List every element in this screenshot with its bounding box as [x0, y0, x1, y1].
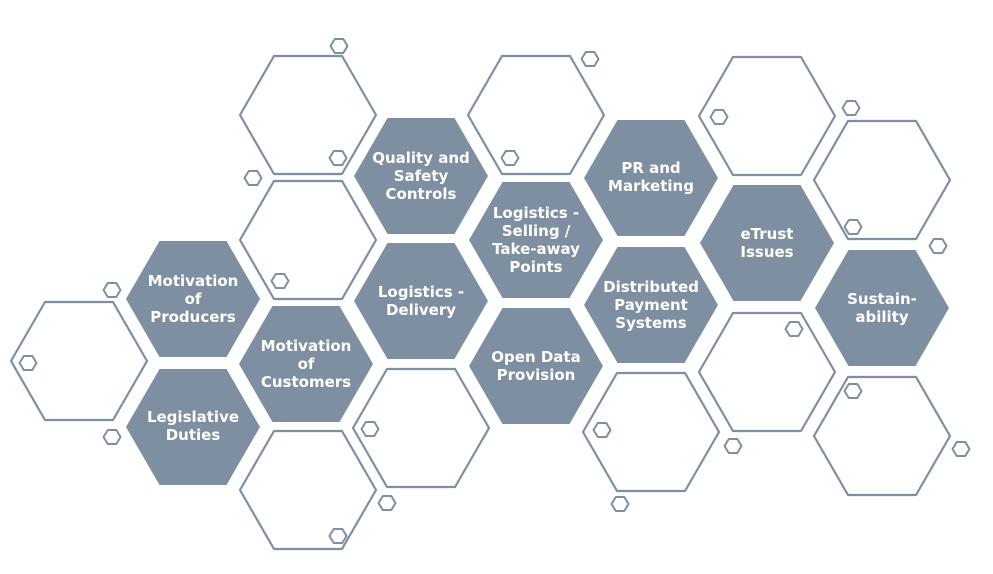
topic-pr-marketing: PR and Marketing	[608, 159, 694, 195]
topic-etrust-issues: eTrust Issues	[740, 225, 794, 261]
small-hexagon	[723, 438, 743, 454]
small-hexagon	[270, 273, 290, 289]
topic-hexagon	[126, 369, 260, 485]
small-hexagon	[377, 495, 397, 511]
topic-hexagon	[354, 243, 488, 359]
empty-hexagon	[812, 119, 952, 241]
topic-hexagon	[239, 306, 373, 422]
topic-logistics-delivery: Logistics - Delivery	[377, 283, 465, 319]
topic-hexagon	[469, 308, 603, 424]
small-hexagon	[328, 528, 348, 544]
topic-quality-safety-controls: Quality and Safety Controls	[372, 149, 470, 203]
small-hexagon	[328, 150, 348, 166]
empty-hexagon	[697, 55, 837, 177]
empty-hexagon	[351, 367, 491, 489]
topic-sustainability: Sustain- ability	[847, 290, 917, 326]
empty-hexagon	[812, 375, 952, 497]
empty-hexagon	[466, 54, 606, 176]
small-hexagon	[709, 109, 729, 125]
empty-hexagon	[238, 54, 378, 176]
empty-hexagon	[238, 429, 378, 551]
small-hexagon	[243, 170, 263, 186]
empty-hexagon	[581, 371, 721, 493]
topic-distributed-payment-systems: Distributed Payment Systems	[603, 278, 699, 332]
small-hexagon	[928, 238, 948, 254]
topic-hexagon	[469, 182, 603, 298]
small-hexagon	[360, 421, 380, 437]
topic-legislative-duties: Legislative Duties	[146, 408, 240, 444]
topic-hexagon	[584, 120, 718, 236]
small-hexagon	[592, 422, 612, 438]
outline-hexagons	[9, 54, 952, 551]
empty-hexagon	[697, 311, 837, 433]
empty-hexagon	[238, 179, 378, 301]
small-hexagon	[329, 38, 349, 54]
small-hexagon	[500, 150, 520, 166]
topic-motivation-producers: Motivation of Producers	[147, 272, 239, 326]
topic-hexagon	[815, 250, 949, 366]
small-hexagon	[784, 321, 804, 337]
topic-logistics-selling-takeaway: Logistics - Selling / Take-away Points	[492, 204, 580, 276]
small-hexagon	[102, 282, 122, 298]
small-hexagon	[843, 383, 863, 399]
small-hexagon	[102, 429, 122, 445]
topic-motivation-customers: Motivation of Customers	[260, 337, 352, 391]
small-hexagon	[580, 51, 600, 67]
topic-hexagon	[700, 185, 834, 301]
topic-hexagon	[354, 118, 488, 234]
topic-hexagon	[126, 241, 260, 357]
topic-hexagon	[584, 247, 718, 363]
small-hexagon	[951, 441, 971, 457]
small-hexagon	[610, 496, 630, 512]
small-hexagon	[841, 100, 861, 116]
small-hexagon	[843, 219, 863, 235]
empty-hexagon	[9, 300, 149, 422]
small-decor-hexagons	[18, 38, 971, 544]
topic-open-data-provision: Open Data Provision	[491, 348, 581, 384]
small-hexagon	[18, 355, 38, 371]
topic-hexagons	[126, 118, 949, 485]
